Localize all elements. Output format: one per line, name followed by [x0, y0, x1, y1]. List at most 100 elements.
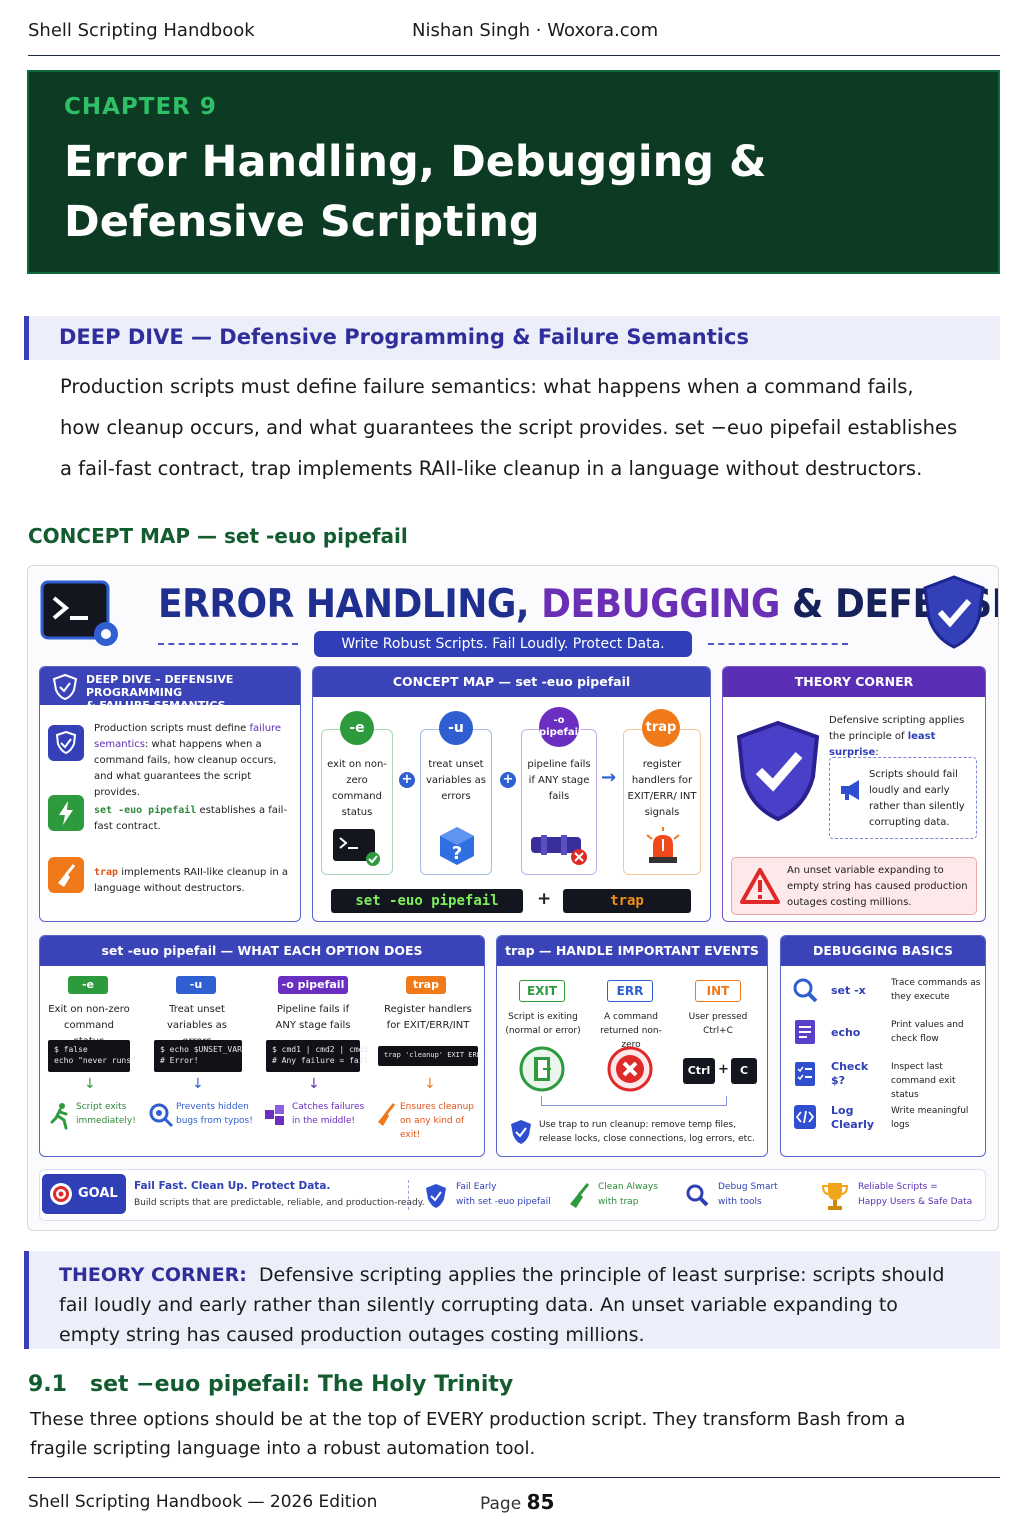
- concept-text-pipefail: pipeline fails if ANY stage fails: [527, 759, 591, 802]
- trap-note: Use trap to run cleanup: remove temp fil…: [539, 1120, 755, 1144]
- concept-badge-e: -e: [340, 711, 374, 745]
- option-result-trap: Ensures cleanup on any kind of exit!: [400, 1102, 474, 1140]
- goal-bar: [39, 1169, 986, 1221]
- goal-item-4-b: Happy Users & Safe Data: [858, 1197, 973, 1207]
- option-arrow-e: ↓: [84, 1076, 96, 1092]
- trophy-icon: [820, 1180, 850, 1212]
- runner-icon: [48, 1102, 72, 1130]
- cube-question-icon: ?: [437, 825, 477, 867]
- deep-dive-body: Production scripts must define failure s…: [60, 375, 958, 480]
- chapter-label: CHAPTER 9: [64, 94, 217, 120]
- goal-headline: Fail Fast. Clean Up. Protect Data.: [134, 1180, 331, 1192]
- theory-quote: Scripts should fail loudly and early rat…: [869, 769, 965, 828]
- options-panel: set -euo pipefail — WHAT EACH OPTION DOE…: [39, 935, 485, 1157]
- footer-page: Page 85: [480, 1490, 554, 1514]
- concept-map-panel-header: CONCEPT MAP — set -euo pipefail: [313, 667, 710, 697]
- theory-corner-panel: THEORY CORNER Defensive scripting applie…: [722, 666, 986, 922]
- shield-check-icon: [921, 574, 987, 650]
- event-exit: EXIT: [519, 980, 565, 1002]
- footer-edition: Shell Scripting Handbook — 2026 Edition: [28, 1492, 378, 1512]
- option-chip-pipefail: -o pipefail: [278, 976, 348, 994]
- option-terminal-e: $ false echo "never runs": [48, 1040, 136, 1072]
- goal-item-1: Fail Early with set -euo pipefail: [456, 1180, 566, 1210]
- debug-desc-echo: Print values and check flow: [891, 1020, 964, 1044]
- option-result-e: Script exits immediately!: [76, 1102, 136, 1126]
- deep-item-3-code: trap: [94, 867, 119, 878]
- concept-text-u: treat unset variables as errors: [425, 759, 487, 802]
- option-chip-u: -u: [176, 976, 216, 994]
- debug-desc-set-x: Trace commands as they execute: [891, 978, 981, 1002]
- running-header: Shell Scripting Handbook Nishan Singh · …: [28, 18, 1000, 56]
- deep-item-1: Production scripts must define failure s…: [94, 721, 294, 801]
- section-body: These three options should be at the top…: [30, 1409, 906, 1459]
- debugging-panel-header: DEBUGGING BASICS: [781, 936, 985, 966]
- deep-item-3: trap implements RAII-like cleanup in a l…: [94, 865, 294, 897]
- cmd-set-euo-pipefail: set -euo pipefail: [331, 889, 523, 913]
- options-panel-header: set -euo pipefail — WHAT EACH OPTION DOE…: [40, 936, 484, 966]
- deep-item-1-pre: Production scripts must define: [94, 723, 250, 734]
- theory-warning-box: [731, 857, 977, 915]
- large-shield-icon: [733, 719, 823, 823]
- cmd-plus: +: [537, 889, 552, 909]
- event-err-desc: A command returned non-zero: [600, 1012, 662, 1050]
- divider-right: [708, 643, 848, 645]
- chapter-title: Error Handling, Debugging & Defensive Sc…: [64, 137, 767, 247]
- warning-icon: [739, 867, 781, 905]
- page-number: 85: [526, 1490, 555, 1514]
- clean-always-icon: [566, 1182, 592, 1210]
- infographic: ERROR HANDLING, DEBUGGING & DEFENSIVE SC…: [27, 565, 999, 1231]
- option-terminal-u: $ echo $UNSET_VAR # Error!: [154, 1040, 242, 1072]
- goal-divider: [408, 1180, 409, 1210]
- plus-sign-2: +: [500, 772, 516, 788]
- deep-dive-panel: DEEP DIVE – DEFENSIVE PROGRAMMING & FAIL…: [39, 666, 301, 922]
- concept-map-panel: CONCEPT MAP — set -euo pipefail -e exit …: [312, 666, 711, 922]
- theory-corner: THEORY CORNER: Defensive scripting appli…: [24, 1251, 1000, 1349]
- theory-corner-label: THEORY CORNER:: [59, 1264, 247, 1286]
- goal-item-1-b: with set -euo pipefail: [456, 1197, 551, 1207]
- option-result-pipefail: Catches failures in the middle!: [292, 1102, 365, 1126]
- page-label: Page: [480, 1494, 522, 1514]
- ctrl-key: Ctrl: [683, 1058, 715, 1084]
- debug-desc-check: Inspect last command exit status: [891, 1062, 956, 1100]
- puzzle-icon: [262, 1102, 288, 1128]
- deep-dive-panel-header-line1: DEEP DIVE – DEFENSIVE PROGRAMMING: [86, 673, 234, 699]
- deep-item-3-text: implements RAII-like cleanup in a langua…: [94, 867, 289, 894]
- option-desc-pipefail: Pipeline fails if ANY stage fails: [275, 1004, 351, 1031]
- deep-item-2: set -euo pipefail establishes a fail-fas…: [94, 803, 294, 835]
- goal-item-2-a: Clean Always: [598, 1182, 658, 1192]
- deep-item-1-highlight: failure semantics: [94, 723, 282, 750]
- terminal-check-icon: [331, 827, 383, 867]
- debug-desc-log: Write meaningful logs: [891, 1106, 969, 1130]
- event-int: INT: [695, 980, 741, 1002]
- c-key: C: [731, 1058, 757, 1084]
- concept-text-trap: register handlers for EXIT/ERR/ INT sign…: [627, 759, 697, 818]
- option-result-u: Prevents hidden bugs from typos!: [176, 1102, 253, 1126]
- megaphone-icon: [837, 777, 865, 803]
- theory-corner-body: Defensive scripting applies the principl…: [59, 1264, 945, 1346]
- event-int-desc: User pressed Ctrl+C: [688, 1012, 748, 1036]
- svg-text:?: ?: [452, 843, 462, 864]
- section-number: 9.1: [28, 1372, 67, 1397]
- option-arrow-pipefail: ↓: [308, 1076, 320, 1092]
- goal-item-3-a: Debug Smart: [718, 1182, 778, 1192]
- debug-label-log: Log Clearly: [831, 1104, 875, 1131]
- shield-badge-icon: [48, 725, 84, 761]
- section-title: 9.1 set −euo pipefail: The Holy Trinity: [28, 1372, 513, 1397]
- deep-dive-heading-bar: DEEP DIVE — Defensive Programming & Fail…: [24, 316, 1000, 360]
- option-chip-trap: trap: [406, 976, 446, 994]
- goal-label: GOAL: [78, 1186, 118, 1201]
- goal-item-2-b: with trap: [598, 1197, 639, 1207]
- goal-sub: Build scripts that are predictable, reli…: [134, 1198, 425, 1208]
- theory-intro-highlight: least surprise: [829, 731, 936, 758]
- option-arrow-u: ↓: [192, 1076, 204, 1092]
- divider-left: [158, 643, 298, 645]
- error-x-icon: [607, 1046, 653, 1092]
- chapter-banner: CHAPTER 9 Error Handling, Debugging & De…: [27, 70, 1000, 274]
- debug-label-check: Check $?: [831, 1060, 869, 1087]
- fail-early-icon: [424, 1182, 448, 1210]
- option-arrow-trap: ↓: [424, 1076, 436, 1092]
- option-terminal-trap: trap 'cleanup' EXIT ERR INT: [378, 1046, 481, 1066]
- theory-intro-pre: Defensive scripting applies the principl…: [829, 715, 965, 742]
- goal-item-1-a: Fail Early: [456, 1182, 497, 1192]
- concept-badge-u: -u: [439, 711, 473, 745]
